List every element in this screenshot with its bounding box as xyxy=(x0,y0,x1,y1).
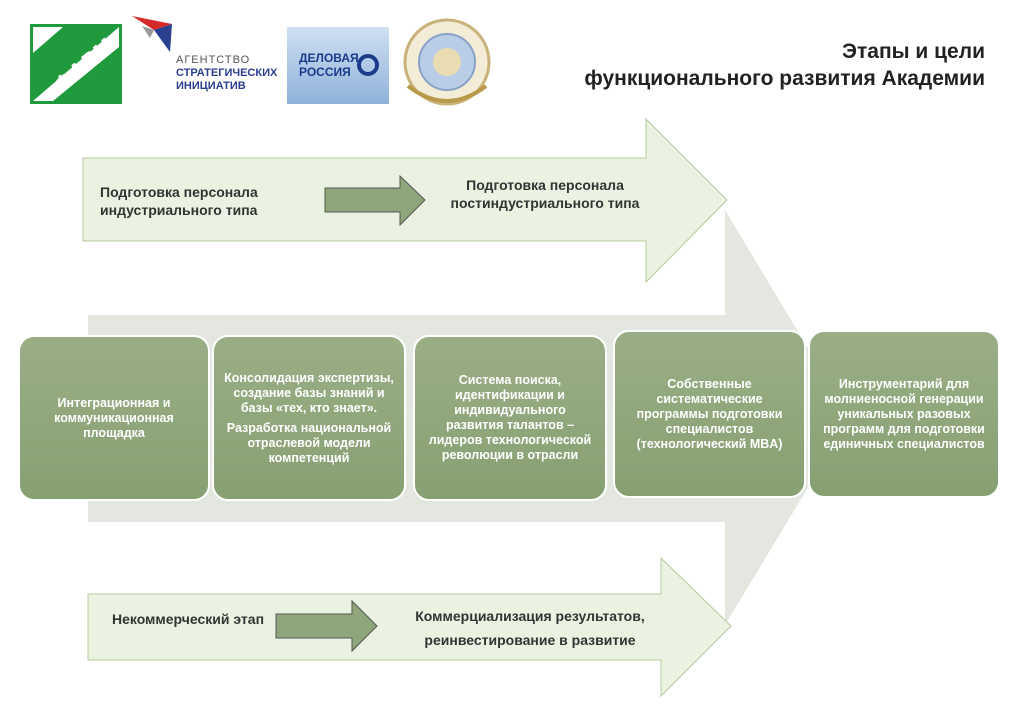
farm-logo-shape xyxy=(33,27,119,101)
node-2-text2: Разработка национальной отраслевой модел… xyxy=(226,420,392,465)
node-own-programs: Собственные систематические программы по… xyxy=(613,330,806,498)
top-arrow-to-text: Подготовка персонала постиндустриального… xyxy=(450,177,640,211)
dr-line2: РОССИЯ xyxy=(299,65,351,79)
bottom-arrow-to-line1: Коммерциализация результатов, xyxy=(415,608,645,624)
title-line1: Этапы и цели xyxy=(842,40,985,63)
bottom-arrow-to-text: Коммерциализация результатов, реинвестир… xyxy=(385,607,675,649)
node-2-text1: Консолидация экспертизы, создание базы з… xyxy=(224,370,394,415)
asi-line2: СТРАТЕГИЧЕСКИХ xyxy=(176,67,278,79)
node-talent-search: Система поиска, идентификации и индивиду… xyxy=(413,335,607,501)
node-rapid-programs-toolkit: Инструментарий для молниеносной генераци… xyxy=(808,330,1000,498)
dr-line1: ДЕЛОВАЯ xyxy=(299,51,359,65)
delovaya-rossiya-logo: ДЕЛОВАЯ РОССИЯ xyxy=(287,27,389,104)
node-5-text: Инструментарий для молниеносной генераци… xyxy=(823,376,985,451)
node-3-text: Система поиска, идентификации и индивиду… xyxy=(428,373,592,462)
node-expertise-consolidation: Консолидация экспертизы, создание базы з… xyxy=(212,335,406,501)
node-4-text: Собственные систематические программы по… xyxy=(636,376,783,451)
bottom-arrow-from-text: Некоммерческий этап xyxy=(111,611,265,627)
top-stage-arrow xyxy=(82,117,728,284)
top-arrow-from-text: Подготовка персонала индустриального тип… xyxy=(100,184,258,218)
bottom-stage-arrow xyxy=(87,556,732,698)
top-inner-arrow xyxy=(324,174,426,227)
asi-logo-mark xyxy=(132,16,172,52)
asi-logo-text: АГЕНТСТВО СТРАТЕГИЧЕСКИХ ИНИЦИАТИВ xyxy=(176,54,277,93)
node-integration-platform: Интеграционная и коммуникационная площад… xyxy=(18,335,210,501)
university-seal-logo xyxy=(403,18,491,106)
node-1-text: Интеграционная и коммуникационная площад… xyxy=(54,395,174,440)
title-line2: функционального развития Академии xyxy=(584,67,985,90)
asi-line1: АГЕНТСТВО xyxy=(176,54,251,66)
page-title: Этапы и цели функционального развития Ак… xyxy=(584,38,985,92)
dr-logo-mark xyxy=(357,54,379,76)
asi-line3: ИНИЦИАТИВ xyxy=(176,80,246,92)
bottom-arrow-to-line2: реинвестирование в развитие xyxy=(424,632,636,648)
bottom-inner-arrow xyxy=(275,599,378,653)
dr-logo-text: ДЕЛОВАЯ РОССИЯ xyxy=(299,51,359,79)
bottom-arrow-shape xyxy=(87,556,732,698)
farm-logo: ФАРМ xyxy=(30,24,122,104)
